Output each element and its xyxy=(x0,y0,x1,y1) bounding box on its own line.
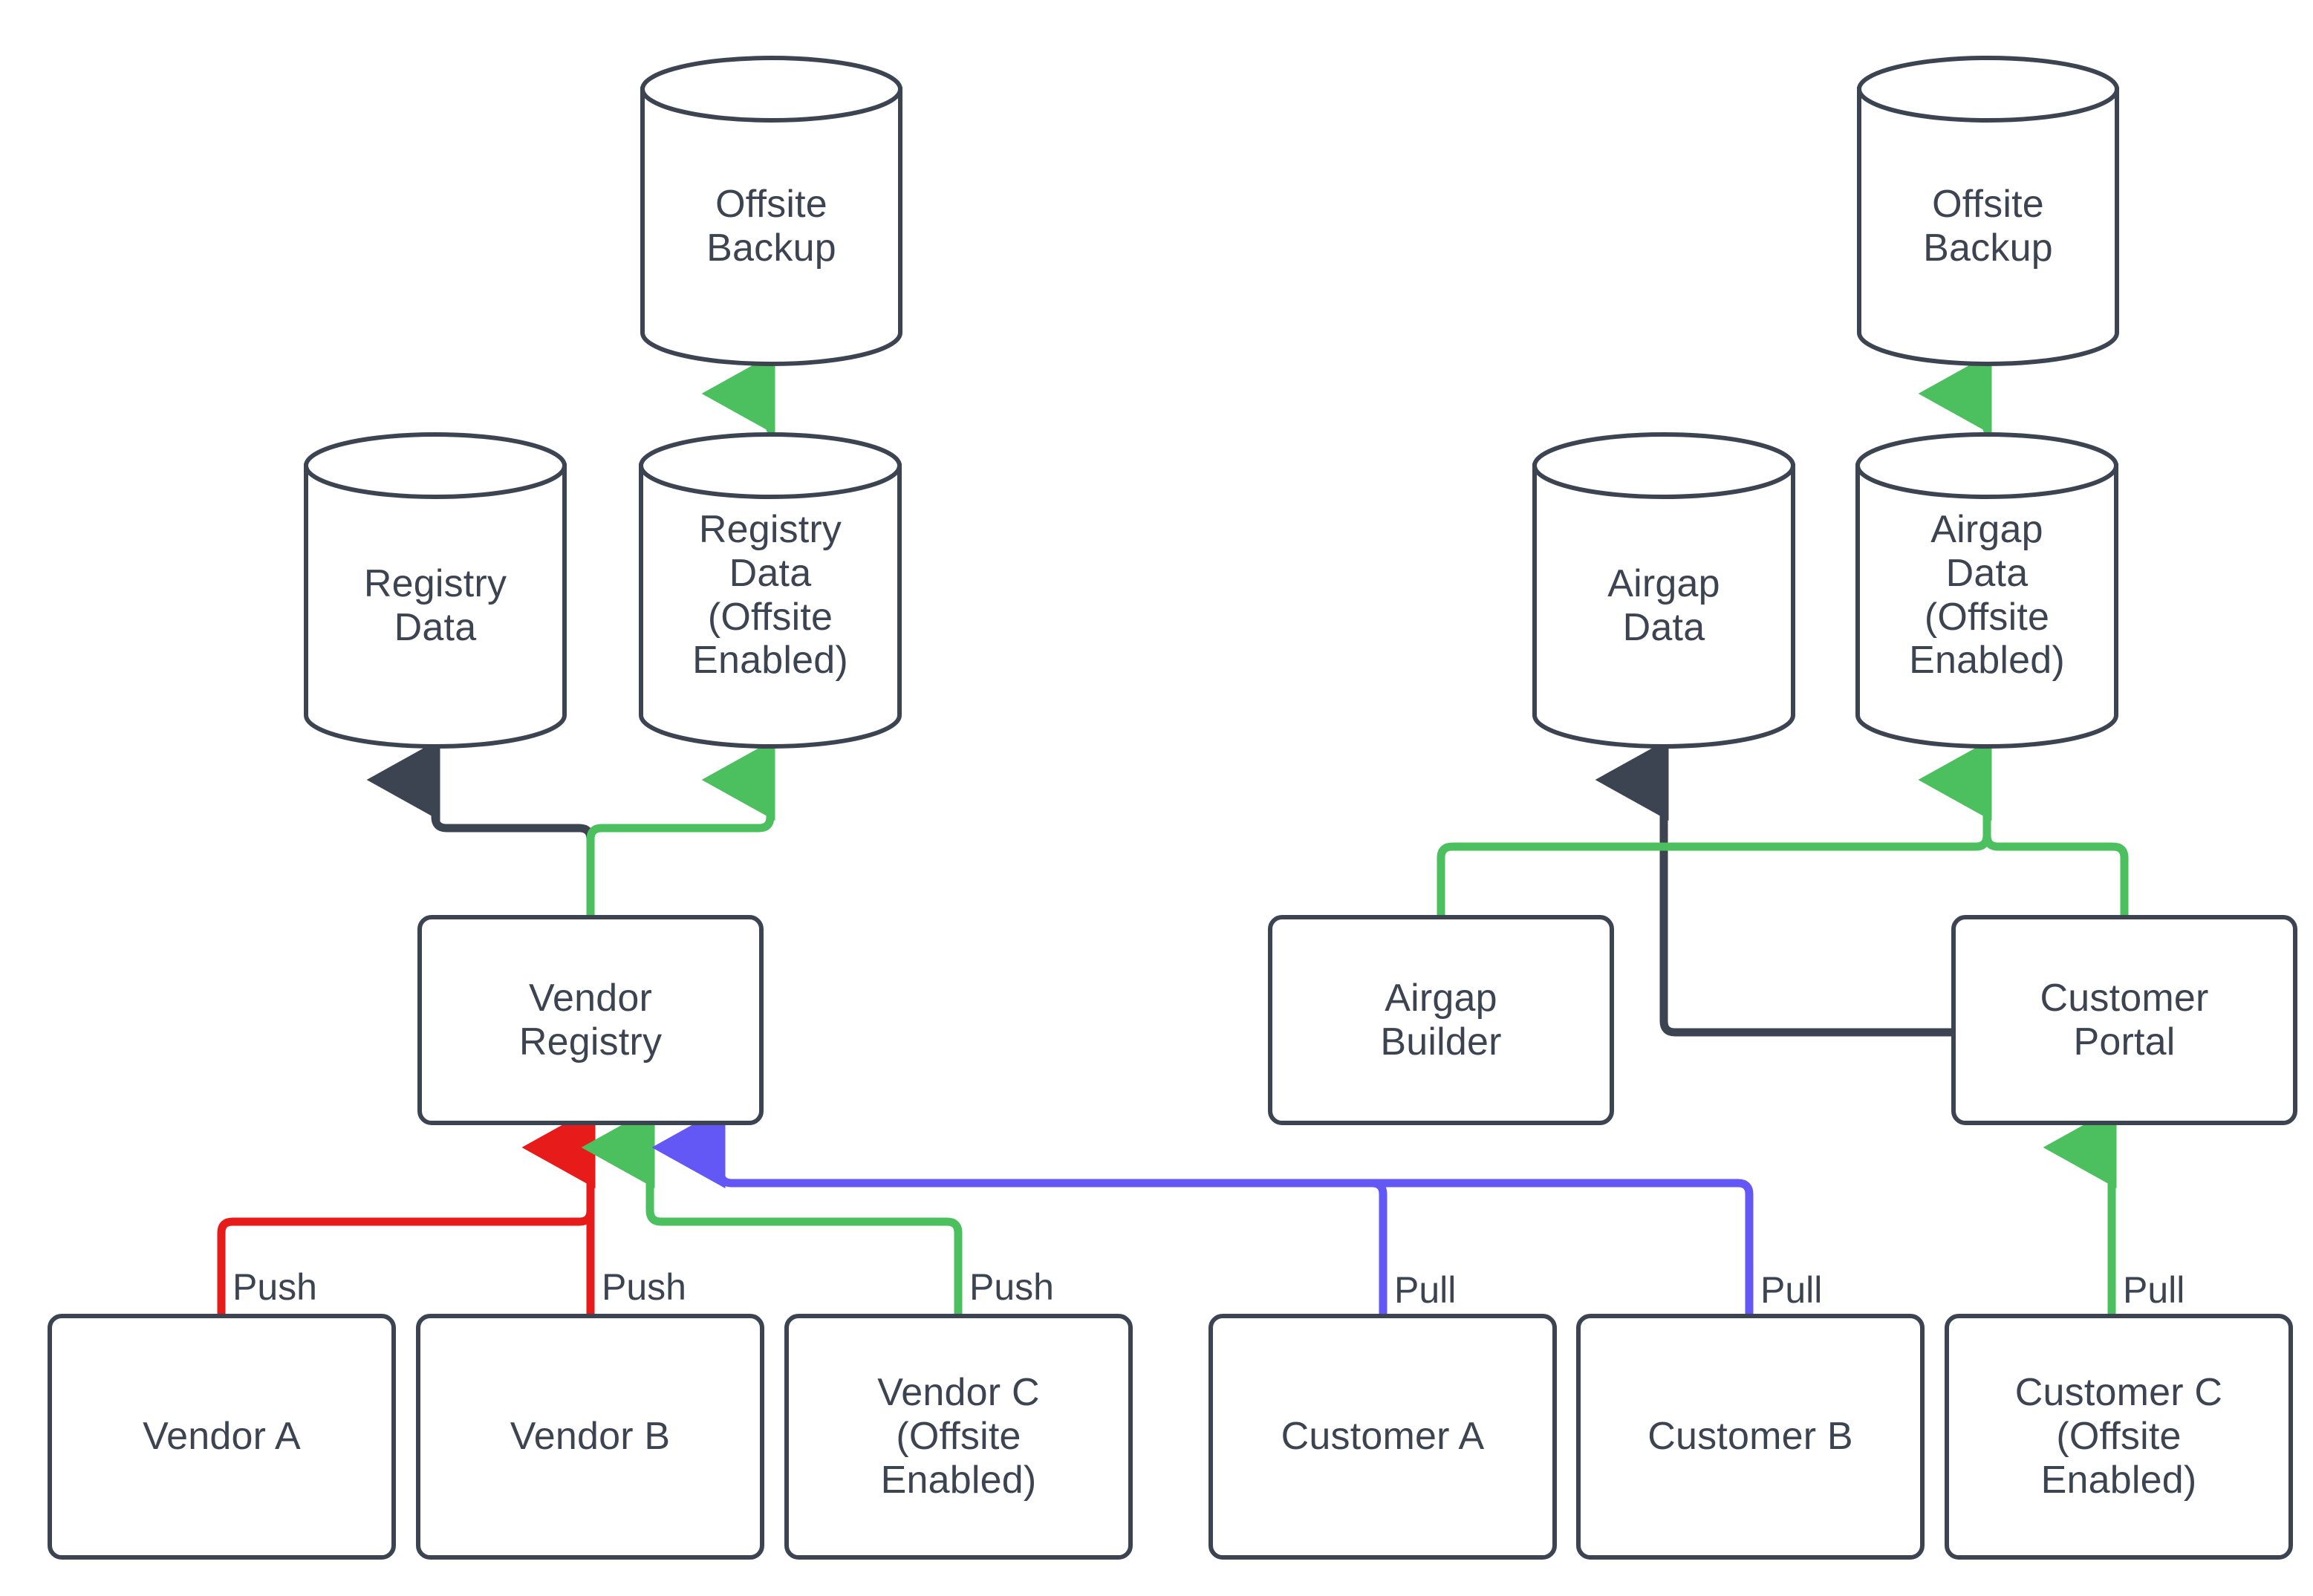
edge-customer-portal-to-airgap-data xyxy=(1595,739,1958,1037)
node-shape-customer-b xyxy=(1576,1314,1925,1560)
node-shape-customer-c xyxy=(1945,1314,2293,1560)
edge-customer-portal-to-airgap-data-offsite xyxy=(1918,739,2129,922)
node-shape-airgap-data xyxy=(1532,432,1795,749)
node-shape-airgap-data-offsite xyxy=(1855,432,2118,749)
edges-layer xyxy=(217,353,2129,1320)
edge-vendor-registry-to-registry-data-offsite xyxy=(586,739,775,922)
node-shape-vendor-c xyxy=(784,1314,1133,1560)
edge-label-customer-a-pull: Pull xyxy=(1394,1269,1457,1311)
edge-vendor-registry-to-registry-data xyxy=(366,739,595,922)
edge-customer-b-to-vendor-registry xyxy=(651,1107,1754,1320)
node-shape-vendor-a xyxy=(48,1314,396,1560)
node-shape-registry-data-offsite xyxy=(639,432,902,749)
node-shape-vendor-b xyxy=(416,1314,764,1560)
node-shape-customer-portal xyxy=(1951,915,2297,1125)
edge-label-vendor-b-push: Push xyxy=(602,1266,686,1308)
edge-airgap-builder-to-airgap-data-offsite xyxy=(1437,739,1992,922)
nodes-layer xyxy=(48,56,2297,1560)
node-shape-registry-data xyxy=(304,432,567,749)
edge-label-customer-b-pull: Pull xyxy=(1760,1269,1823,1311)
node-shape-customer-a xyxy=(1208,1314,1557,1560)
node-shape-right-offsite-backup xyxy=(1857,56,2119,366)
edge-vendor-c-to-vendor-registry xyxy=(581,1107,963,1320)
edge-label-vendor-c-push: Push xyxy=(969,1266,1054,1308)
edge-label-customer-c-pull: Pull xyxy=(2123,1269,2185,1311)
edge-label-vendor-a-push: Push xyxy=(232,1266,317,1308)
node-shape-airgap-builder xyxy=(1268,915,1614,1125)
node-shape-vendor-registry xyxy=(417,915,764,1125)
node-shape-left-offsite-backup xyxy=(640,56,902,366)
